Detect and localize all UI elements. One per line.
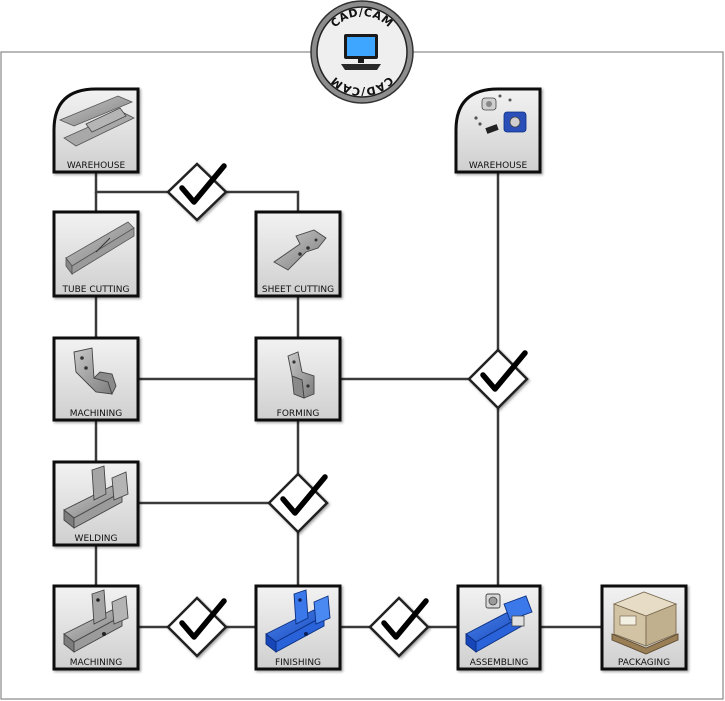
welded-assembly-icon <box>63 465 129 529</box>
node-label-machining-1: MACHINING <box>70 409 123 419</box>
checkmark-icon <box>280 474 328 516</box>
tube-cut-icon <box>65 221 135 276</box>
node-label-packaging: PACKAGING <box>618 658 670 668</box>
machined-assembly-icon <box>63 589 129 653</box>
connector-lines <box>94 172 602 629</box>
painted-assembly-icon <box>265 589 331 653</box>
hardware-parts-icon <box>474 94 527 134</box>
checkmark-icon <box>179 163 227 205</box>
node-label-sheet-cutting: SHEET CUTTING <box>262 285 334 295</box>
node-label-warehouse-parts: WAREHOUSE <box>469 161 528 171</box>
checkpoint-cutting <box>166 162 228 222</box>
cad-cam-logo: CAD/CAM CAD/CAM <box>310 0 414 104</box>
node-label-assembling: ASSEMBLING <box>470 658 529 668</box>
metal-profiles-icon <box>58 95 135 147</box>
crate-on-pallet-icon <box>611 591 679 655</box>
assembled-unit-icon <box>465 593 533 653</box>
checkpoint-before-finishing <box>166 596 228 658</box>
checkmark-icon <box>480 350 528 392</box>
formed-bracket-icon <box>287 351 315 399</box>
checkpoint-parts-merge <box>467 348 529 410</box>
node-label-forming: FORMING <box>277 409 320 419</box>
node-label-welding: WELDING <box>75 534 118 544</box>
machined-part-icon <box>73 347 117 396</box>
computer-monitor-icon <box>341 34 381 70</box>
node-label-tube-cutting: TUBE CUTTING <box>62 285 130 295</box>
node-warehouse-parts <box>454 87 542 174</box>
checkmark-icon <box>179 598 227 640</box>
node-label-warehouse-raw: WAREHOUSE <box>67 161 126 171</box>
checkmark-icon <box>381 598 429 640</box>
sheet-part-icon <box>273 229 327 271</box>
node-label-finishing: FINISHING <box>275 658 321 668</box>
checkpoint-before-assembling <box>368 596 430 658</box>
checkpoint-welding-merge <box>267 472 329 534</box>
node-label-machining-2: MACHINING <box>70 658 123 668</box>
